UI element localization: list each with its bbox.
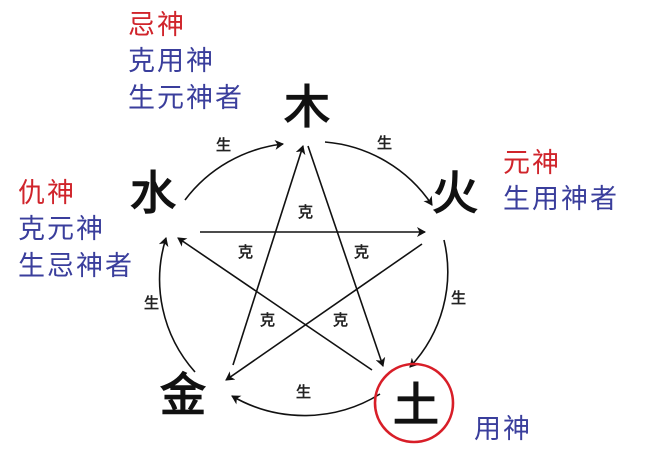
annotation-earth-line1: 用神: [474, 414, 532, 445]
control-line-wood-earth: [307, 145, 386, 367]
annotation-wood-line3: 生元神者: [128, 82, 244, 114]
generate-label-earth-metal: 生: [296, 383, 312, 401]
earth-highlight-circle: [373, 362, 455, 444]
element-wood: 木: [284, 80, 330, 134]
control-label-left: 克: [238, 243, 254, 261]
generate-arc-metal-water: [158, 237, 196, 373]
control-line-metal-wood: [232, 145, 306, 366]
annotation-water-line3: 生忌神者: [18, 250, 134, 282]
element-fire: 火: [432, 166, 478, 220]
generate-label-wood-fire: 生: [377, 134, 393, 152]
annotation-fire-line2: 生用神者: [503, 184, 619, 216]
generate-label-fire-earth: 生: [451, 289, 467, 307]
control-label-lower-left: 克: [260, 311, 276, 329]
annotation-wood-line1: 忌神: [128, 10, 186, 41]
annotation-fire: 元神 生用神者: [503, 146, 619, 219]
annotation-wood-line2: 克用神: [128, 46, 215, 78]
annotation-earth: 用神: [474, 412, 532, 448]
annotation-water-line1: 仇神: [18, 178, 76, 209]
control-label-right: 克: [354, 243, 370, 261]
generate-label-metal-water: 生: [144, 294, 160, 312]
annotation-water-line2: 克元神: [18, 214, 105, 246]
element-metal: 金: [160, 368, 206, 422]
generate-arc-fire-earth: [409, 239, 449, 368]
generate-arc-water-wood: [184, 139, 284, 201]
annotation-wood: 忌神 克用神 生元神者: [128, 8, 244, 117]
control-label-top: 克: [298, 203, 314, 221]
generate-arc-earth-metal: [231, 393, 381, 417]
generate-arc-wood-fire: [324, 141, 433, 206]
element-water: 水: [130, 166, 176, 220]
control-label-lower-right: 克: [333, 311, 349, 329]
control-line-fire-metal: [225, 243, 423, 381]
generate-label-water-wood: 生: [216, 136, 232, 154]
control-line-earth-water: [177, 237, 373, 371]
annotation-fire-line1: 元神: [503, 148, 561, 179]
annotation-water: 仇神 克元神 生忌神者: [18, 176, 134, 285]
element-earth: 土: [393, 378, 439, 432]
